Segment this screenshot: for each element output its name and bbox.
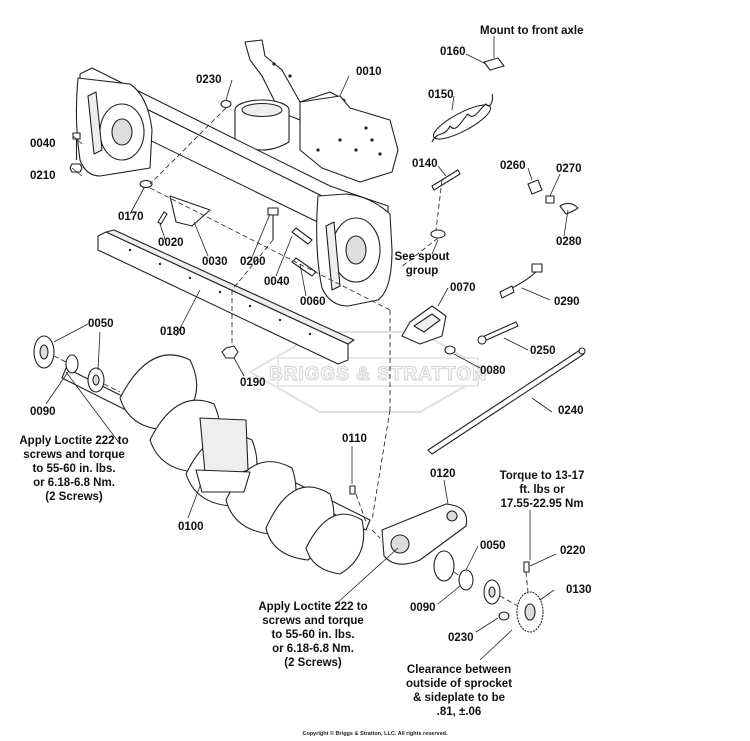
note-loctite-bottom: Apply Loctite 222 to screws and torque t… — [258, 601, 368, 669]
label-0250: 0250 — [530, 345, 556, 357]
label-0180: 0180 — [160, 326, 186, 338]
leader-lines — [45, 36, 569, 661]
label-0150: 0150 — [428, 89, 454, 101]
label-0120: 0120 — [430, 468, 456, 480]
label-0040-left: 0040 — [30, 138, 56, 150]
left-bearing-parts — [33, 335, 105, 393]
copyright-text: Copyright © Briggs & Stratton, LLC. All … — [302, 731, 448, 737]
label-0190: 0190 — [240, 377, 266, 389]
auger-housing — [75, 39, 399, 307]
label-0090-right: 0090 — [410, 602, 436, 614]
brand-watermark: BRIGGS & STRATTON — [247, 331, 493, 413]
label-0100: 0100 — [178, 521, 204, 533]
label-0050-right: 0050 — [480, 540, 506, 552]
svg-text:BRIGGS & STRATTON: BRIGGS & STRATTON — [269, 364, 487, 385]
auger-assembly — [61, 354, 371, 575]
label-0050-left: 0050 — [88, 318, 114, 330]
label-0090-left: 0090 — [30, 406, 56, 418]
label-0220: 0220 — [560, 545, 586, 557]
label-0240: 0240 — [558, 405, 584, 417]
hardware-small — [69, 57, 586, 455]
label-0200: 0200 — [240, 256, 266, 268]
label-0170: 0170 — [118, 211, 144, 223]
label-0270: 0270 — [556, 163, 582, 175]
scraper-bar — [97, 229, 355, 365]
right-drive-parts — [349, 485, 544, 633]
label-0140: 0140 — [412, 158, 438, 170]
note-clearance: Clearance between outside of sprocket & … — [405, 664, 513, 718]
label-0230-bottom: 0230 — [448, 632, 474, 644]
label-0110: 0110 — [342, 433, 367, 445]
label-0010: 0010 — [356, 66, 382, 78]
note-torque: Torque to 13-17 ft. lbs or 17.55-22.95 N… — [499, 470, 585, 510]
label-0030: 0030 — [202, 256, 228, 268]
label-0290: 0290 — [554, 296, 580, 308]
note-loctite-left: Apply Loctite 222 to screws and torque t… — [19, 435, 129, 503]
label-0040-right: 0040 — [264, 276, 290, 288]
label-0260: 0260 — [500, 160, 526, 172]
label-0080: 0080 — [480, 365, 506, 377]
assembly-lines — [53, 107, 529, 607]
label-0210: 0210 — [30, 170, 56, 182]
label-0230-top: 0230 — [196, 74, 222, 86]
note-mount-front-axle: Mount to front axle — [480, 25, 584, 37]
note-spout-group: See spout group — [394, 251, 450, 277]
label-0280: 0280 — [556, 236, 582, 248]
label-0130: 0130 — [566, 584, 592, 596]
label-0070: 0070 — [450, 282, 476, 294]
label-0160: 0160 — [440, 46, 466, 58]
label-0060: 0060 — [300, 296, 326, 308]
label-0020: 0020 — [158, 237, 184, 249]
